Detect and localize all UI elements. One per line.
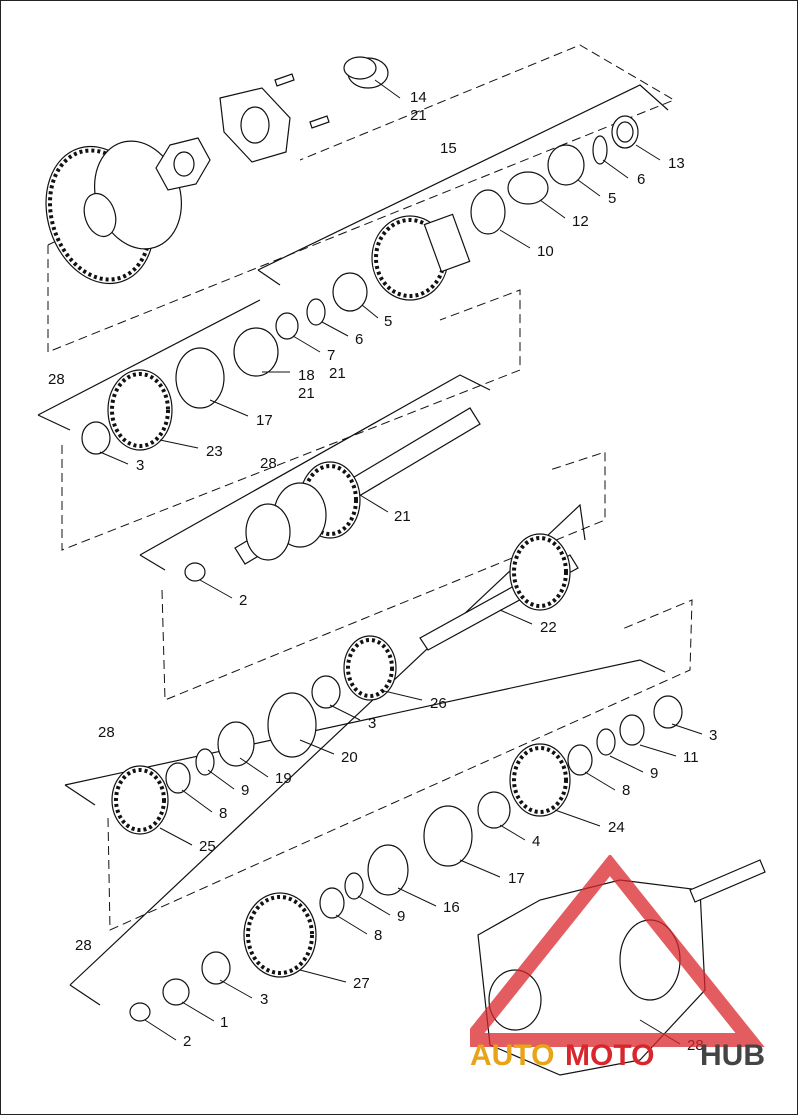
callout-28: 28 [75,937,92,954]
callout-16: 16 [443,899,460,916]
callout-15: 15 [440,140,457,157]
callout-9: 9 [241,782,249,799]
callout-1: 1 [220,1014,228,1031]
callout-17: 17 [256,412,273,429]
callout-18: 18 [298,367,315,384]
callout-3: 3 [136,457,144,474]
callout-21: 21 [410,107,427,124]
callout-13: 13 [668,155,685,172]
callout-3: 3 [368,715,376,732]
bushing-14 [343,56,389,89]
callout-22: 22 [540,619,557,636]
callout-23: 23 [206,443,223,460]
mainshaft-21 [184,407,481,582]
callout-5: 5 [608,190,616,207]
assembly-brackets [37,84,669,1006]
callout-8: 8 [622,782,630,799]
callout-6: 6 [637,171,645,188]
transmission-case [477,859,766,1076]
callout-9: 9 [397,908,405,925]
callout-24: 24 [608,819,625,836]
callout-3: 3 [260,991,268,1008]
callout-21: 21 [329,365,346,382]
mainshaft-upper-parts [81,115,639,455]
callout-7: 7 [327,347,335,364]
callout-28: 28 [687,1037,704,1054]
callout-11: 11 [683,749,699,766]
callout-8: 8 [219,805,227,822]
callout-19: 19 [275,770,292,787]
callout-17: 17 [508,870,525,887]
callout-28: 28 [260,455,277,472]
callout-21: 21 [298,385,315,402]
callout-9: 9 [650,765,658,782]
callout-26: 26 [430,695,447,712]
callout-2: 2 [183,1033,191,1050]
callout-6: 6 [355,331,363,348]
callout-28: 28 [98,724,115,741]
callout-25: 25 [199,838,216,855]
callout-20: 20 [341,749,358,766]
countershaft-22 [343,533,579,701]
sprocket-assembly [45,73,330,285]
callout-10: 10 [537,243,554,260]
callout-28: 28 [48,371,65,388]
callout-8: 8 [374,927,382,944]
countershaft-parts-row1 [111,675,683,867]
callout-4: 4 [532,833,540,850]
callout-12: 12 [572,213,589,230]
callout-27: 27 [353,975,370,992]
callout-14: 14 [410,89,427,106]
callout-3: 3 [709,727,717,744]
callout-5: 5 [384,313,392,330]
callout-21: 21 [394,508,411,525]
countershaft-parts-row2 [129,844,409,1022]
callout-2: 2 [239,592,247,609]
